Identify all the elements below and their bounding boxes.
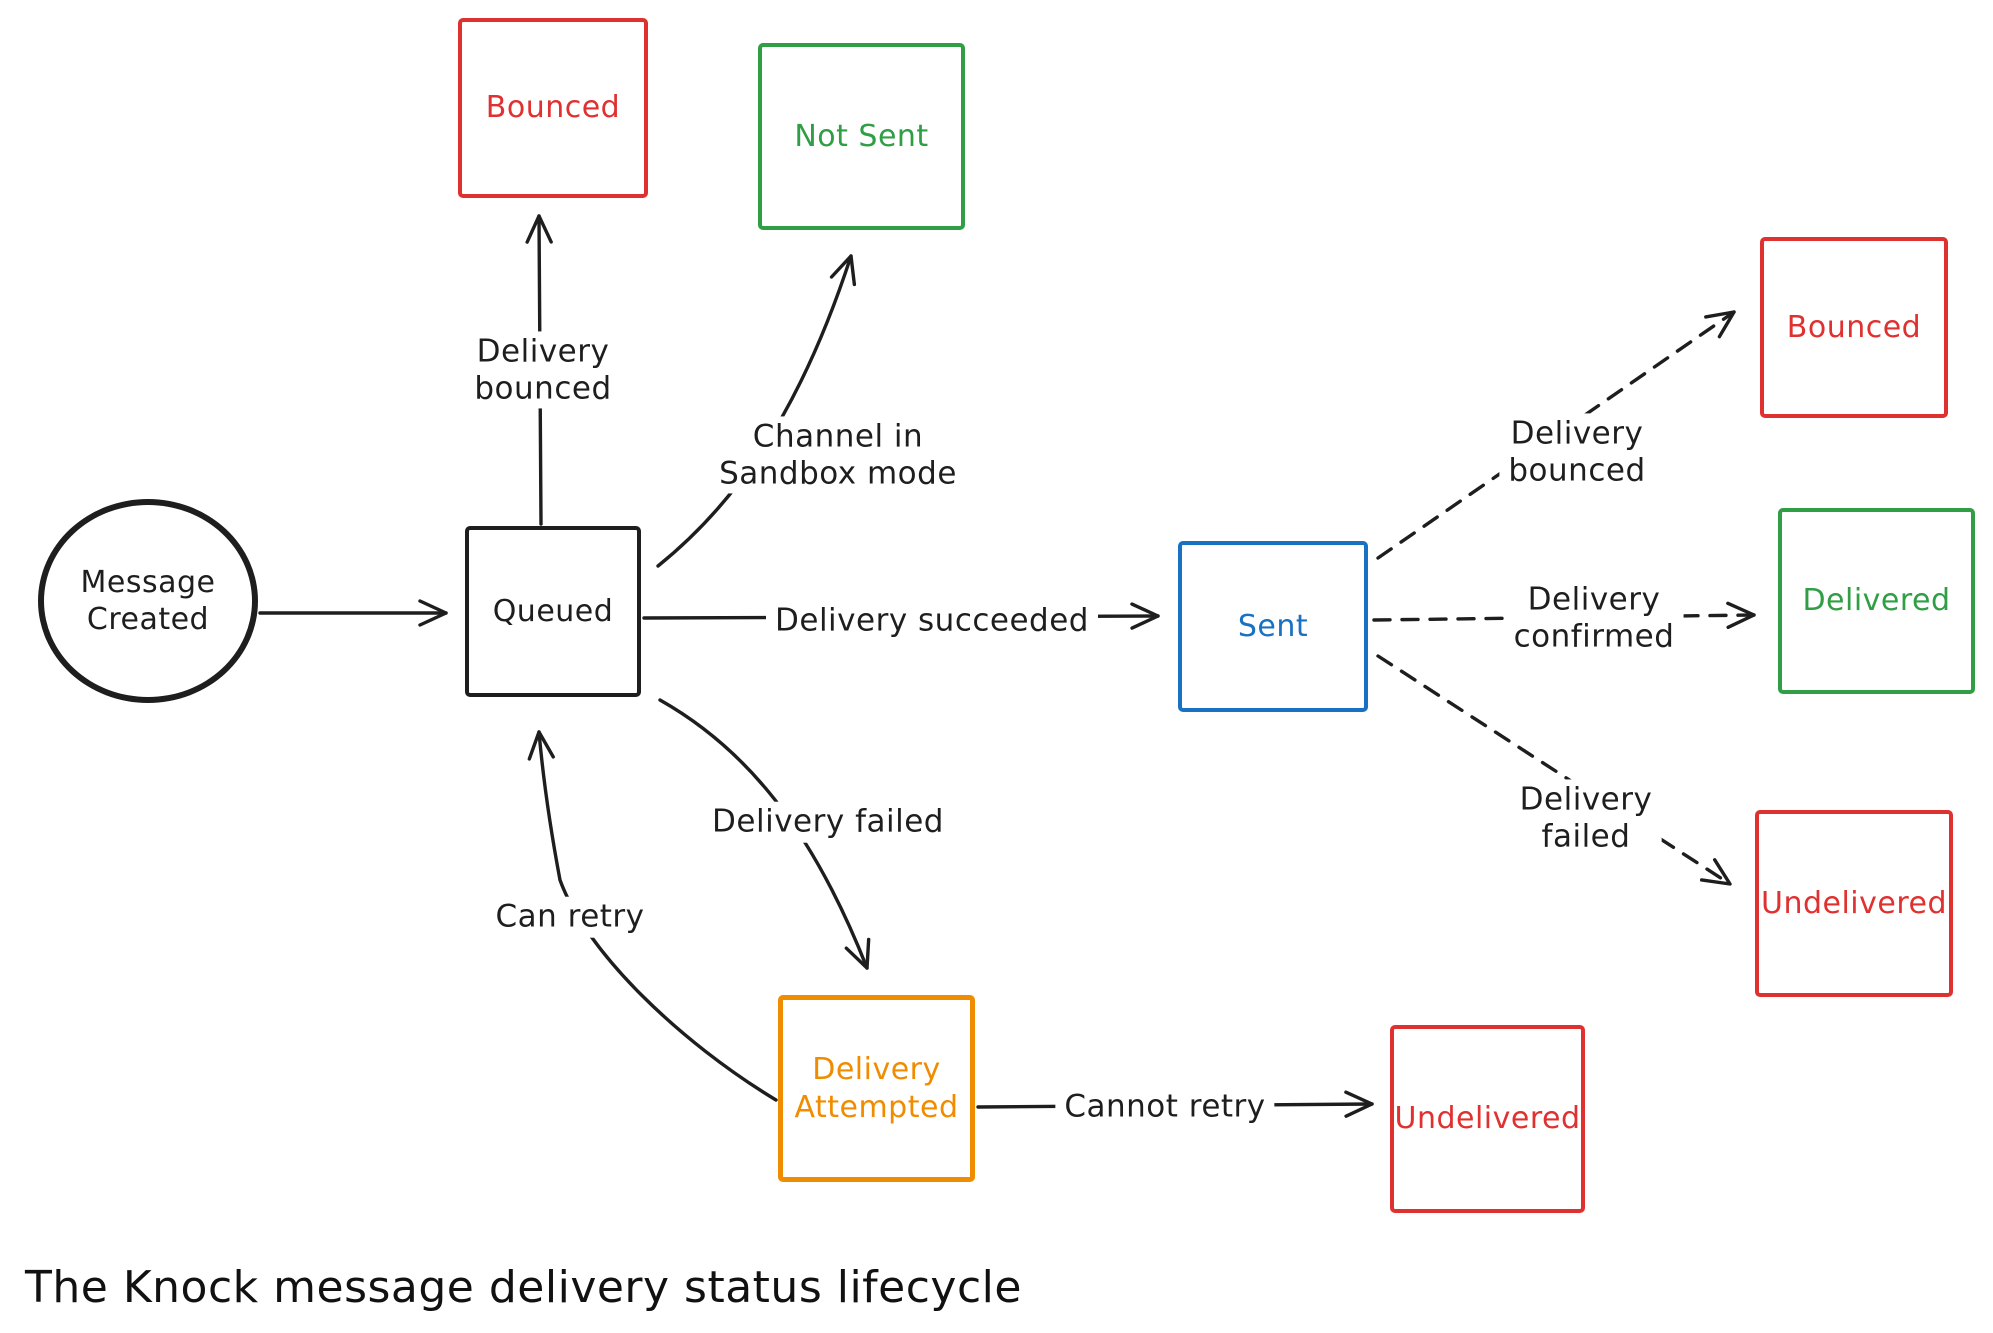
edge-label-delivery-bounced-left: Delivery bounced <box>465 331 621 409</box>
edge-label-delivery-confirmed: Delivery confirmed <box>1504 579 1684 657</box>
node-bounced-top: Bounced <box>458 18 648 198</box>
diagram-title: The Knock message delivery status lifecy… <box>25 1262 1022 1313</box>
edge-label-cannot-retry: Cannot retry <box>1055 1086 1275 1128</box>
node-sent: Sent <box>1178 541 1368 712</box>
node-undelivered-right: Undelivered <box>1755 810 1953 997</box>
node-queued: Queued <box>465 526 641 697</box>
edge-queued-to-not-sent <box>656 254 857 568</box>
edge-queued-to-delivery-attempted <box>658 698 871 970</box>
node-bounced-right: Bounced <box>1760 237 1948 418</box>
edge-label-can-retry: Can retry <box>486 896 654 938</box>
node-not-sent: Not Sent <box>758 43 965 230</box>
node-undelivered-bottom: Undelivered <box>1390 1025 1585 1213</box>
node-delivery-attempted: Delivery Attempted <box>778 995 975 1182</box>
edge-sent-to-bounced-right <box>1376 310 1736 560</box>
edge-label-channel-in-sandbox-mode: Channel in Sandbox mode <box>710 416 966 494</box>
edge-label-delivery-bounced-right: Delivery bounced <box>1499 413 1655 491</box>
edge-label-delivery-succeeded: Delivery succeeded <box>766 600 1098 642</box>
node-delivered: Delivered <box>1778 508 1975 694</box>
node-message-created: Message Created <box>38 499 258 703</box>
edge-sent-to-delivered <box>1372 601 1756 630</box>
edge-sent-to-undelivered-right <box>1376 654 1732 886</box>
edge-label-delivery-failed-right: Delivery failed <box>1510 779 1662 857</box>
edge-label-delivery-failed-left: Delivery failed <box>703 801 953 843</box>
